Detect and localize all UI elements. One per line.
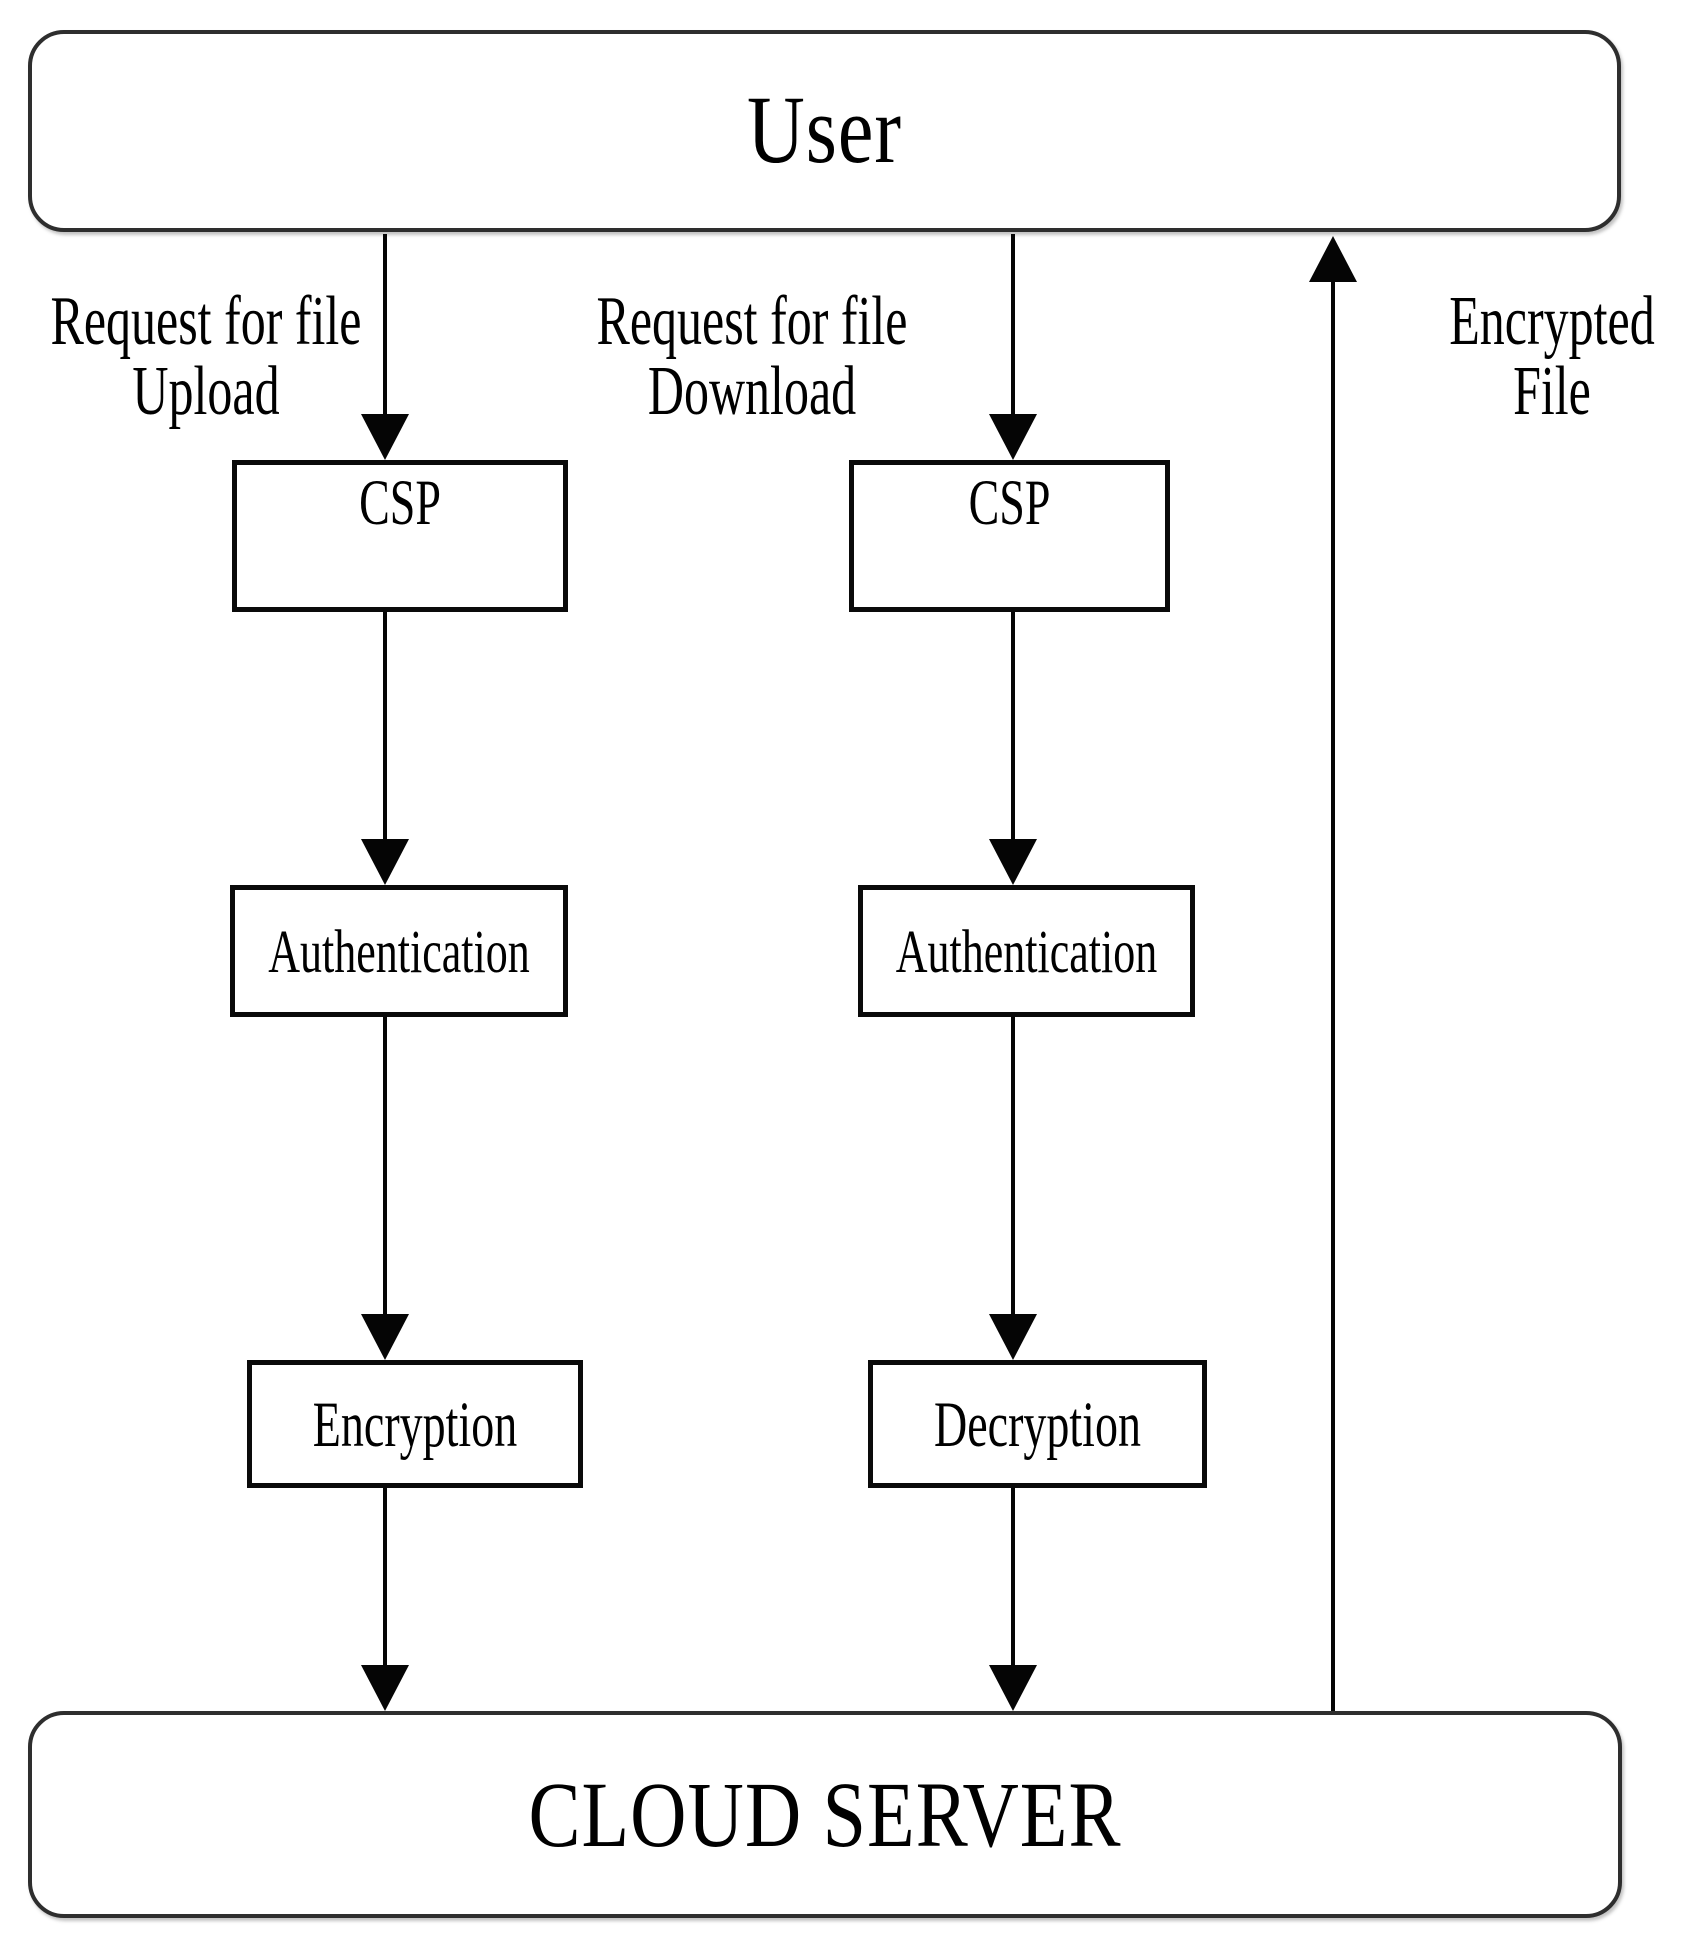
arrow-decryption-to-cloud [989,1488,1037,1711]
node-authentication-download-label: Authentication [895,916,1158,986]
arrow-cloud-to-user-encrypted-file [1309,236,1357,1711]
node-encryption-label: Encryption [312,1388,518,1460]
node-csp-download: CSP [849,460,1170,612]
node-user-label: User [746,77,903,184]
arrow-shaft [383,234,387,414]
arrow-authentication-to-decryption [989,1017,1037,1360]
node-authentication-upload: Authentication [230,885,568,1017]
arrowhead-down-icon [989,839,1037,885]
arrow-user-to-csp-upload [361,234,409,460]
node-user: User [28,30,1621,232]
arrow-user-to-csp-download [989,234,1037,460]
label-encrypted-file-line1: Encrypted [1449,280,1655,360]
arrow-shaft [1011,1488,1015,1665]
node-csp-download-label: CSP [968,466,1051,538]
node-authentication-download: Authentication [858,885,1195,1017]
arrowhead-up-icon [1309,236,1357,282]
arrow-authentication-to-encryption [361,1017,409,1360]
arrowhead-down-icon [361,1314,409,1360]
label-download-request-line1: Request for file [596,280,908,360]
arrow-csp-to-authentication-download [989,612,1037,885]
label-upload-request-line1: Request for file [50,280,362,360]
arrowhead-down-icon [989,1665,1037,1711]
arrow-shaft [383,1488,387,1665]
arrowhead-down-icon [989,1314,1037,1360]
node-csp-upload: CSP [232,460,568,612]
arrow-shaft [1331,282,1335,1711]
node-authentication-upload-label: Authentication [268,916,530,986]
arrowhead-down-icon [361,1665,409,1711]
node-csp-upload-label: CSP [359,466,441,538]
arrow-encryption-to-cloud [361,1488,409,1711]
node-cloud-server: CLOUD SERVER [28,1711,1622,1918]
arrow-shaft [1011,1017,1015,1314]
arrow-csp-to-authentication-upload [361,612,409,885]
arrowhead-down-icon [989,414,1037,460]
label-download-request-line2: Download [647,350,857,430]
node-decryption: Decryption [868,1360,1207,1488]
node-cloud-server-label: CLOUD SERVER [528,1761,1122,1867]
arrowhead-down-icon [361,414,409,460]
arrow-shaft [383,1017,387,1314]
label-upload-request-line2: Upload [132,350,280,430]
arrow-shaft [383,612,387,839]
label-upload-request: Request for file Upload [16,285,396,425]
arrow-shaft [1011,612,1015,839]
node-encryption: Encryption [247,1360,583,1488]
label-download-request: Request for file Download [552,285,952,425]
label-encrypted-file: Encrypted File [1402,285,1682,425]
arrow-shaft [1011,234,1015,414]
node-decryption-label: Decryption [934,1388,1141,1460]
label-encrypted-file-line2: File [1513,350,1591,430]
arrowhead-down-icon [361,839,409,885]
